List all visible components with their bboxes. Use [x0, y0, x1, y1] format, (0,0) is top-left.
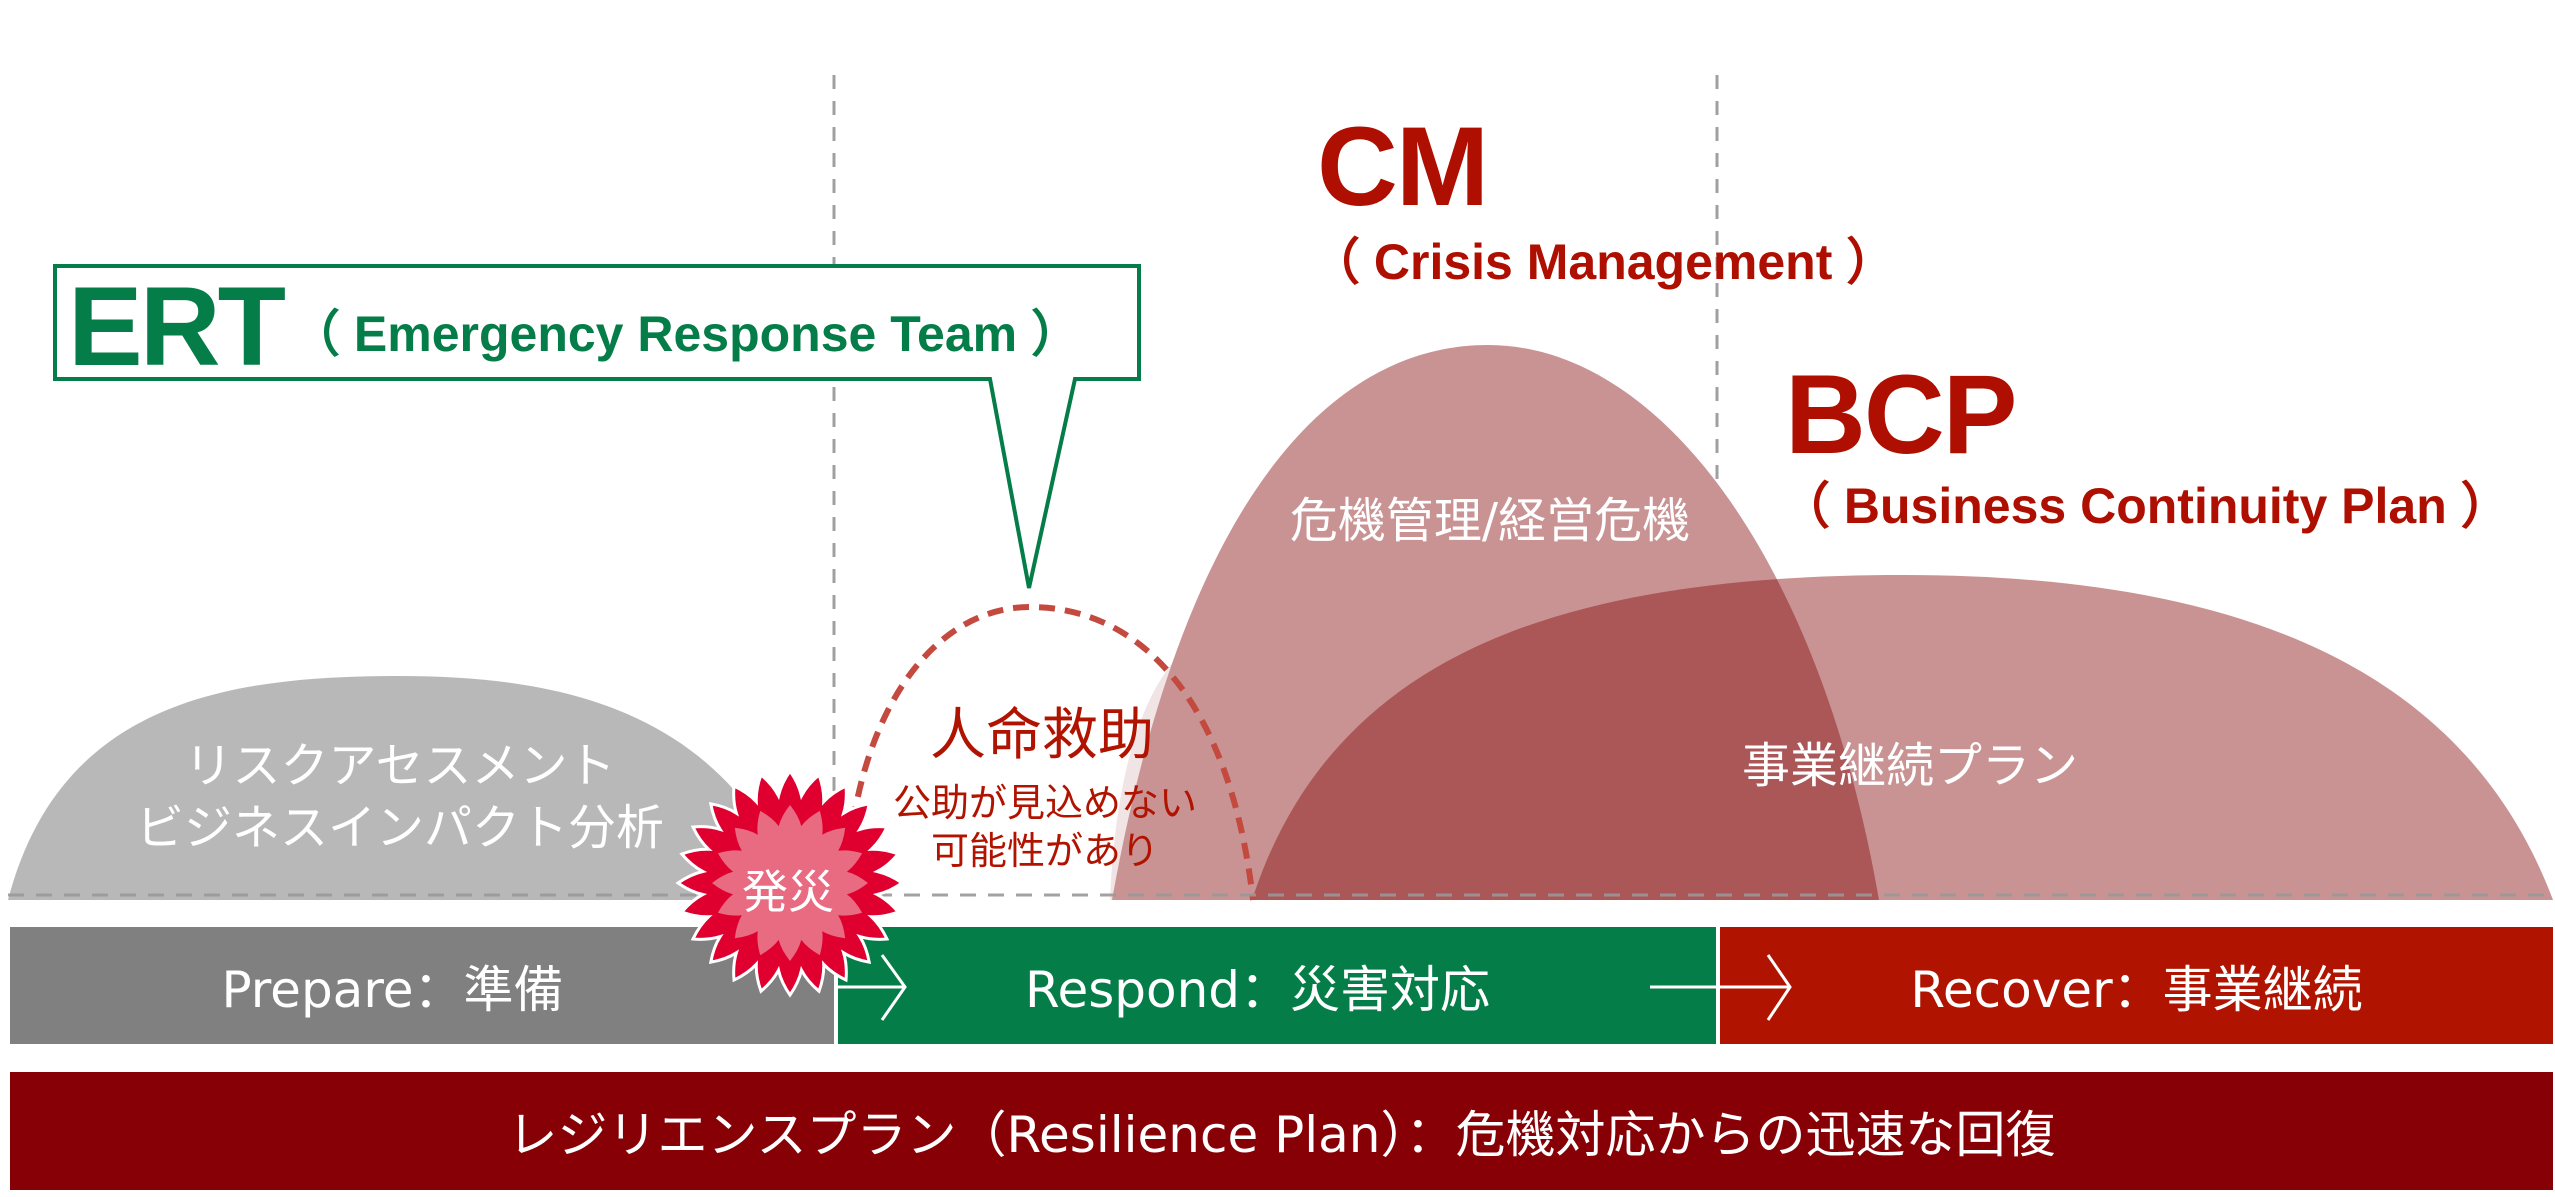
ert-acronym: ERT — [68, 264, 286, 389]
prepare-dome-label: リスクアセスメント ビジネスインパクト分析 — [100, 735, 700, 860]
prepare-dome — [8, 676, 800, 900]
prepare-dome-label-line1: リスクアセスメント — [184, 738, 616, 794]
lifesaving-note-line1: 公助が見込めない — [892, 781, 1197, 825]
lifesaving-note-line2: 可能性があり — [930, 828, 1159, 873]
phase-respond-label: Respond：災害対応 — [1024, 960, 1491, 1019]
prepare-dome-label-line2: ビジネスインパクト分析 — [135, 800, 664, 857]
phase-prepare: Prepare：準備 — [10, 927, 835, 1044]
ert-callout-bubble — [53, 264, 1141, 589]
bcp-full-name: （ Business Continuity Plan ） — [1780, 478, 2511, 534]
resilience-plan-bar: レジリエンスプラン（Resilience Plan）：危機対応からの迅速な回復 — [10, 1072, 2553, 1190]
lifesaving-title: 人命救助 — [930, 703, 1154, 768]
cm-acronym: CM — [1317, 104, 1489, 229]
bcp-acronym: BCP — [1785, 352, 2017, 477]
cm-full-name: （ Crisis Management ） — [1310, 234, 1897, 290]
lifesaving-note: 公助が見込めない 可能性があり — [880, 780, 1210, 875]
resilience-plan-label: レジリエンスプラン（Resilience Plan）：危機対応からの迅速な回復 — [507, 1106, 2056, 1164]
phase-recover-label: Recover：事業継続 — [1910, 960, 2363, 1019]
disaster-burst-label: 発災 — [742, 865, 834, 919]
cm-dome-label: 危機管理/経営危機 — [1289, 493, 1691, 549]
phase-recover: Recover：事業継続 — [1720, 927, 2553, 1044]
phase-prepare-label: Prepare：準備 — [221, 960, 564, 1019]
cm-bcp-overlap — [1252, 575, 1879, 900]
ert-full-name: （ Emergency Response Team ） — [290, 306, 1082, 362]
bcp-dome-label: 事業継続プラン — [1741, 738, 2078, 794]
phase-respond: Respond：災害対応 — [838, 927, 1717, 1044]
